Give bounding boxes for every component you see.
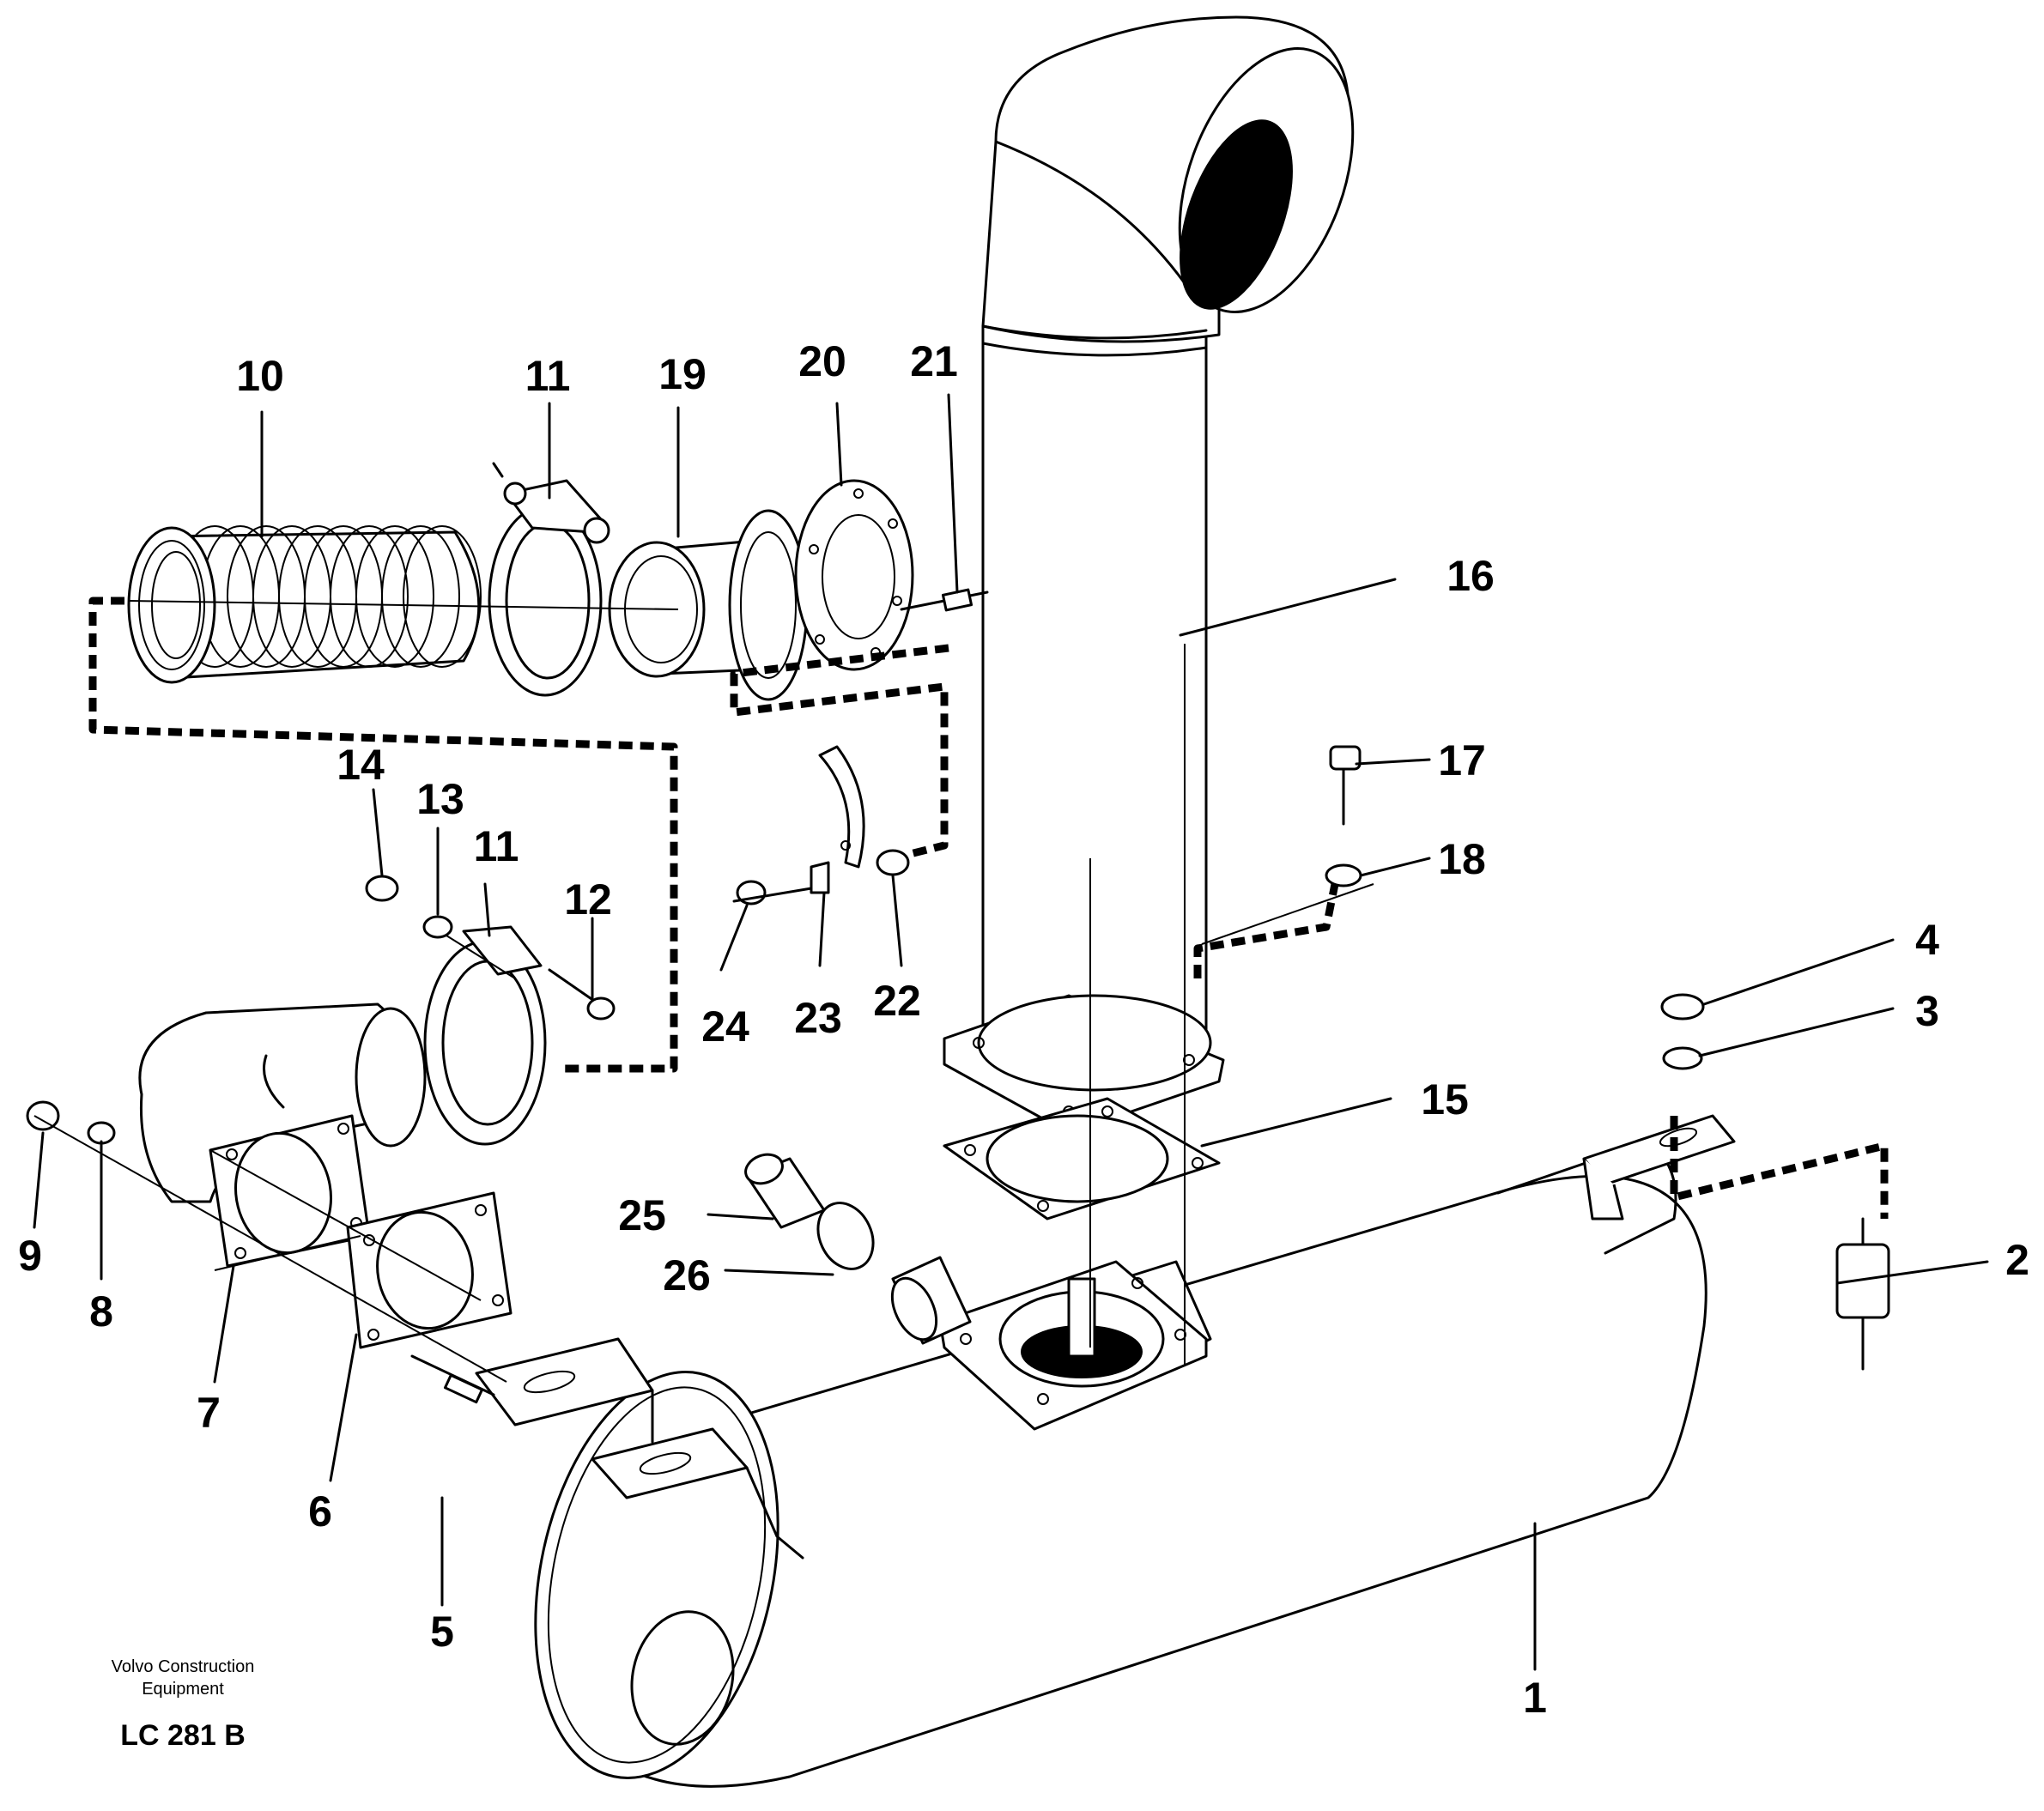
muffler-drawing	[475, 1114, 1736, 1788]
label-6: 6	[308, 1487, 332, 1535]
clamp-parts-22-24-drawing	[732, 745, 910, 906]
label-13: 13	[416, 775, 464, 823]
leader-lines	[33, 393, 1989, 1671]
caption-company-line2: Equipment	[142, 1680, 224, 1699]
label-12: 12	[564, 875, 612, 924]
flange-20-drawing	[794, 479, 914, 671]
label-11-upper: 11	[525, 352, 571, 400]
clamp-11-lower-drawing	[423, 925, 547, 1146]
label-9: 9	[18, 1232, 42, 1280]
label-5: 5	[430, 1608, 454, 1656]
caption-drawing-code: LC 281 B	[120, 1719, 246, 1752]
gasket-6-drawing	[346, 1191, 513, 1349]
label-17: 17	[1438, 736, 1486, 784]
label-22: 22	[873, 977, 921, 1025]
bellows-drawing	[127, 525, 482, 684]
label-25: 25	[618, 1191, 666, 1239]
assembly-dash-lines	[88, 597, 1889, 1219]
label-23: 23	[794, 994, 842, 1042]
alignment-lines	[33, 600, 1374, 1383]
label-1: 1	[1523, 1674, 1547, 1722]
label-10: 10	[236, 352, 284, 400]
label-7: 7	[197, 1389, 221, 1437]
label-19: 19	[658, 350, 707, 398]
label-24: 24	[701, 1002, 749, 1051]
elbow-drawing	[138, 1002, 427, 1268]
label-3: 3	[1915, 987, 1939, 1035]
label-15: 15	[1421, 1075, 1469, 1124]
gasket-15-drawing	[943, 1097, 1221, 1220]
label-16: 16	[1447, 552, 1495, 600]
label-26: 26	[663, 1251, 711, 1299]
label-20: 20	[798, 337, 846, 385]
label-18: 18	[1438, 835, 1486, 883]
label-8: 8	[89, 1287, 113, 1336]
caption-company-line1: Volvo Construction	[112, 1657, 255, 1676]
label-11-lower: 11	[474, 822, 519, 870]
label-14: 14	[337, 741, 385, 789]
hardware-drawing	[26, 745, 1890, 1404]
clamp-11-upper-drawing	[488, 462, 610, 697]
label-2: 2	[2005, 1236, 2029, 1284]
caption-block: Volvo Construction Equipment LC 281 B	[112, 1657, 255, 1752]
tailpipe-drawing	[943, 15, 1355, 1135]
label-4: 4	[1915, 916, 1939, 964]
label-21: 21	[910, 337, 958, 385]
bolt-21-drawing	[900, 588, 989, 612]
part-labels: 1 2 3 4 5 6 7 8 9 10 11 11 12 13 14 15 1…	[18, 337, 2029, 1722]
